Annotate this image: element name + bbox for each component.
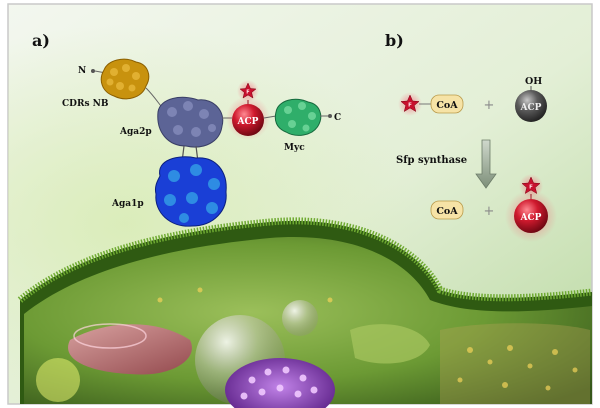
vacuole [350,324,430,364]
myc-texture [284,102,316,132]
panel-b-label: b) [385,31,404,50]
mitochondrion [68,324,192,375]
fluorophore-star-top [400,94,420,113]
c-terminus-dot [328,114,332,118]
vesicle-small [282,300,318,336]
cdrs-nb-label: CDRs NB [62,99,109,109]
nanobody-texture [106,64,140,92]
n-terminus-label: N [78,66,86,76]
acp-label-a: ACP [237,117,259,127]
nuclear-pores [240,366,318,400]
acp-sphere-grey [515,90,547,122]
fluorophore-label-a: F [246,90,249,96]
plus-sign-bottom: + [484,204,495,219]
acp-sphere-red-bottom [514,199,548,233]
panel-b: b) F CoA + OH ACP Sfp synthase CoA + F A… [385,31,557,242]
aga1p-texture [164,164,220,223]
plus-sign-top: + [484,98,495,113]
aga2p-label: Aga2p [119,127,152,137]
acp-label-top: ACP [520,103,542,113]
fluorophore-label-bottom: F [529,185,533,191]
nucleus [225,358,335,408]
aga2p-texture [167,101,216,137]
mitochondrion-cristae [73,323,147,349]
fluorophore-label-top: F [408,103,412,109]
n-terminus-dot [91,69,95,73]
panel-a: a) N CDRs NB Aga2p Aga1p [32,31,341,227]
coa-label-top: CoA [436,100,458,111]
coa-label-bottom: CoA [436,206,458,217]
cell-texture-right [440,323,590,404]
coa-pill-top [430,94,464,114]
granules [157,287,578,391]
fluorophore-star-a [239,82,257,99]
cell-surface-fibers [17,217,593,303]
panel-a-label: a) [32,31,50,50]
vesicle-yellow [36,358,80,402]
hydroxyl-label: OH [525,76,542,87]
acp-label-bottom: ACP [520,213,542,223]
acp-myc-linker [263,115,277,119]
coa-pill-bottom [430,200,464,220]
sfp-synthase-label: Sfp synthase [396,155,467,166]
reaction-arrow [475,139,497,189]
acp-sphere-a [232,104,264,136]
myc-label: Myc [284,143,305,153]
c-terminus-label: C [334,113,341,123]
aga1p-label: Aga1p [111,199,144,209]
yeast-cell-illustration [17,217,593,408]
